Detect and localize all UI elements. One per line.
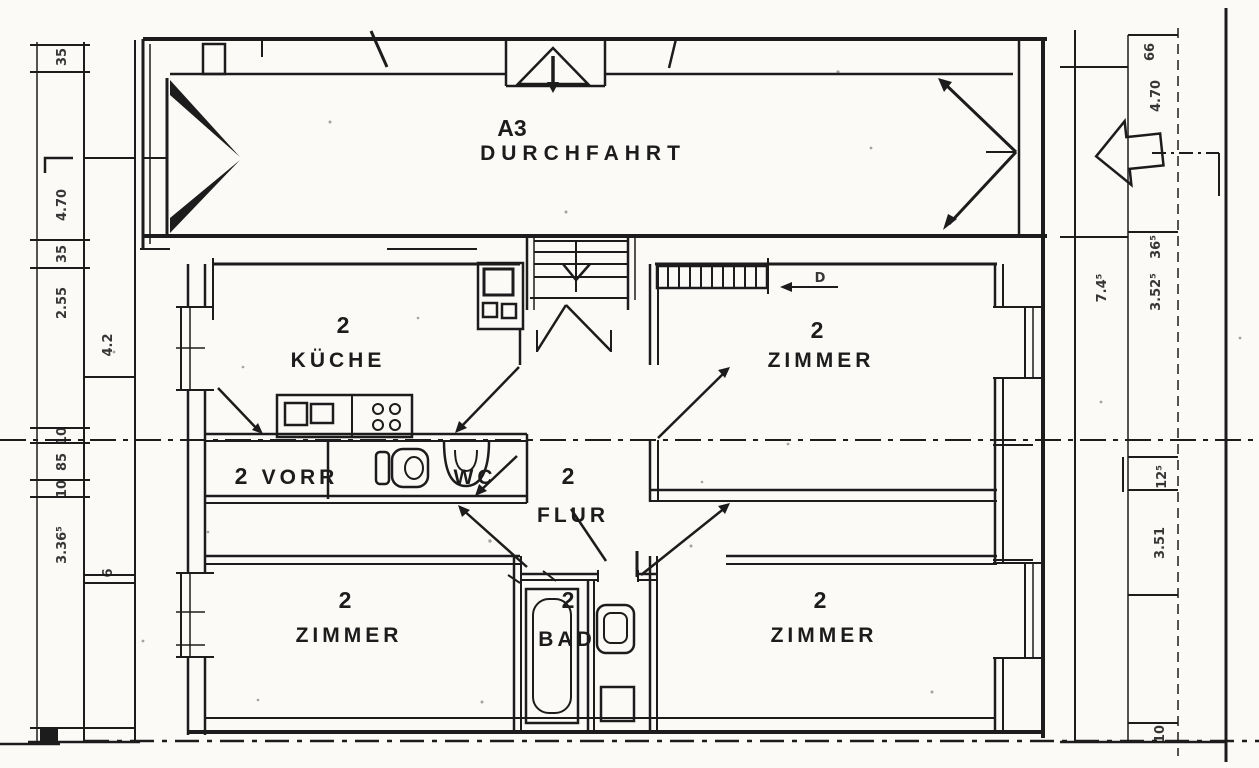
direction-arrow-icon [1094, 118, 1165, 188]
dim-left-5: 85 [55, 453, 70, 471]
left-dimension-strip: 35 4.70 35 2.55 10 85 10 3.36⁵ 4.2 6 [28, 40, 140, 744]
sink-icon [283, 401, 309, 427]
dim-left2-0: 4.2 [101, 333, 116, 356]
window-west-sued [176, 572, 214, 658]
room-number: 2 [811, 317, 824, 343]
dim-right-3: 3.52⁵ [1149, 273, 1164, 311]
gate-left-icon [143, 78, 240, 235]
room-zimmer-sued-west: 2 ZIMMER [176, 554, 522, 733]
dim-left2-1: 6 [101, 568, 116, 577]
chimney-icon [476, 261, 525, 331]
toilet-icon [442, 440, 491, 488]
durchfahrt-passage: A3 DURCHFAHRT [140, 30, 1047, 738]
door-kueche-flur [458, 366, 520, 430]
dim-right-4: 12⁵ [1155, 465, 1170, 489]
room-number: 2 [339, 587, 352, 613]
door-zimmer-nord [657, 370, 727, 439]
room-bad: 2 BAD [520, 570, 657, 731]
room-label-flur: FLUR [537, 504, 609, 527]
dim-right-2: 36⁵ [1149, 235, 1164, 259]
door-kueche-vorraum [217, 387, 260, 432]
door-zimmer-sued-west [461, 508, 528, 568]
dim-left-2: 35 [55, 245, 70, 263]
radiator-icon [655, 258, 769, 294]
room-number: 2 [337, 312, 350, 338]
room-zimmer-nord: D 2 ZIMMER [655, 258, 1045, 731]
fixture-square [599, 685, 636, 723]
dim-left-0: 35 [55, 48, 70, 66]
top-wall-pier [201, 42, 227, 76]
room-label-wc: WC [454, 466, 497, 489]
room-label-zimmer-sw: ZIMMER [296, 624, 403, 647]
room-vorraum-wc: 2 VORR WC [205, 434, 529, 504]
room-label-bad: BAD [538, 628, 596, 651]
door-wc [478, 455, 518, 493]
dim-right-0: 66 [1143, 43, 1158, 61]
room-number: 2 [235, 463, 248, 489]
door-bad [569, 508, 608, 562]
washbasin-icon [374, 447, 430, 489]
window-east-sued [993, 562, 1045, 659]
window-west-kueche [176, 306, 214, 391]
south-wall [188, 717, 1043, 734]
section-lines [0, 28, 1259, 756]
room-flur: 2 FLUR [458, 264, 997, 584]
washbasin-icon [595, 603, 636, 655]
dim-right-6: 10 [1153, 725, 1168, 743]
kitchen-counter [275, 393, 414, 439]
dim-right-1: 4.70 [1149, 80, 1164, 112]
unit-code: A3 [497, 115, 526, 141]
stairs-icon [525, 236, 636, 352]
room-label-vorraum: VORR [262, 466, 339, 489]
room-number: 2 [562, 463, 575, 489]
bathtub-icon [524, 587, 580, 725]
scan-noise [112, 70, 1242, 704]
dim-left-4: 10 [55, 427, 70, 445]
stove-icon [372, 403, 401, 431]
room-kueche: 2 KÜCHE [176, 258, 527, 735]
room-label-zimmer-so: ZIMMER [771, 624, 878, 647]
dim-left-1: 4.70 [55, 189, 70, 221]
door-zimmer-sued-ost [640, 506, 727, 576]
solid-wall-mark [40, 729, 58, 741]
gate-right-icon [938, 78, 1018, 230]
dim-left-6: 10 [55, 480, 70, 498]
passage-label: DURCHFAHRT [480, 142, 686, 165]
dim-left-7: 3.36⁵ [55, 526, 70, 564]
dim-right2-0: 7.4⁵ [1095, 274, 1110, 303]
dim-right-5: 3.51 [1153, 527, 1168, 559]
dim-left-3: 2.55 [55, 287, 70, 319]
room-number: 2 [814, 587, 827, 613]
right-dimension-strip: 66 4.70 36⁵ 3.52⁵ 12⁵ 3.51 10 7.4⁵ [1060, 8, 1228, 762]
room-label-kueche: KÜCHE [291, 349, 386, 372]
window-east-nord [993, 306, 1045, 379]
entrance-arrow-icon [504, 39, 607, 93]
door-mark-label: D [815, 271, 826, 286]
room-zimmer-sued-ost: 2 ZIMMER [648, 554, 1045, 733]
sink-icon [309, 402, 335, 425]
room-label-zimmer-nord: ZIMMER [768, 349, 875, 372]
room-number: 2 [562, 587, 575, 613]
